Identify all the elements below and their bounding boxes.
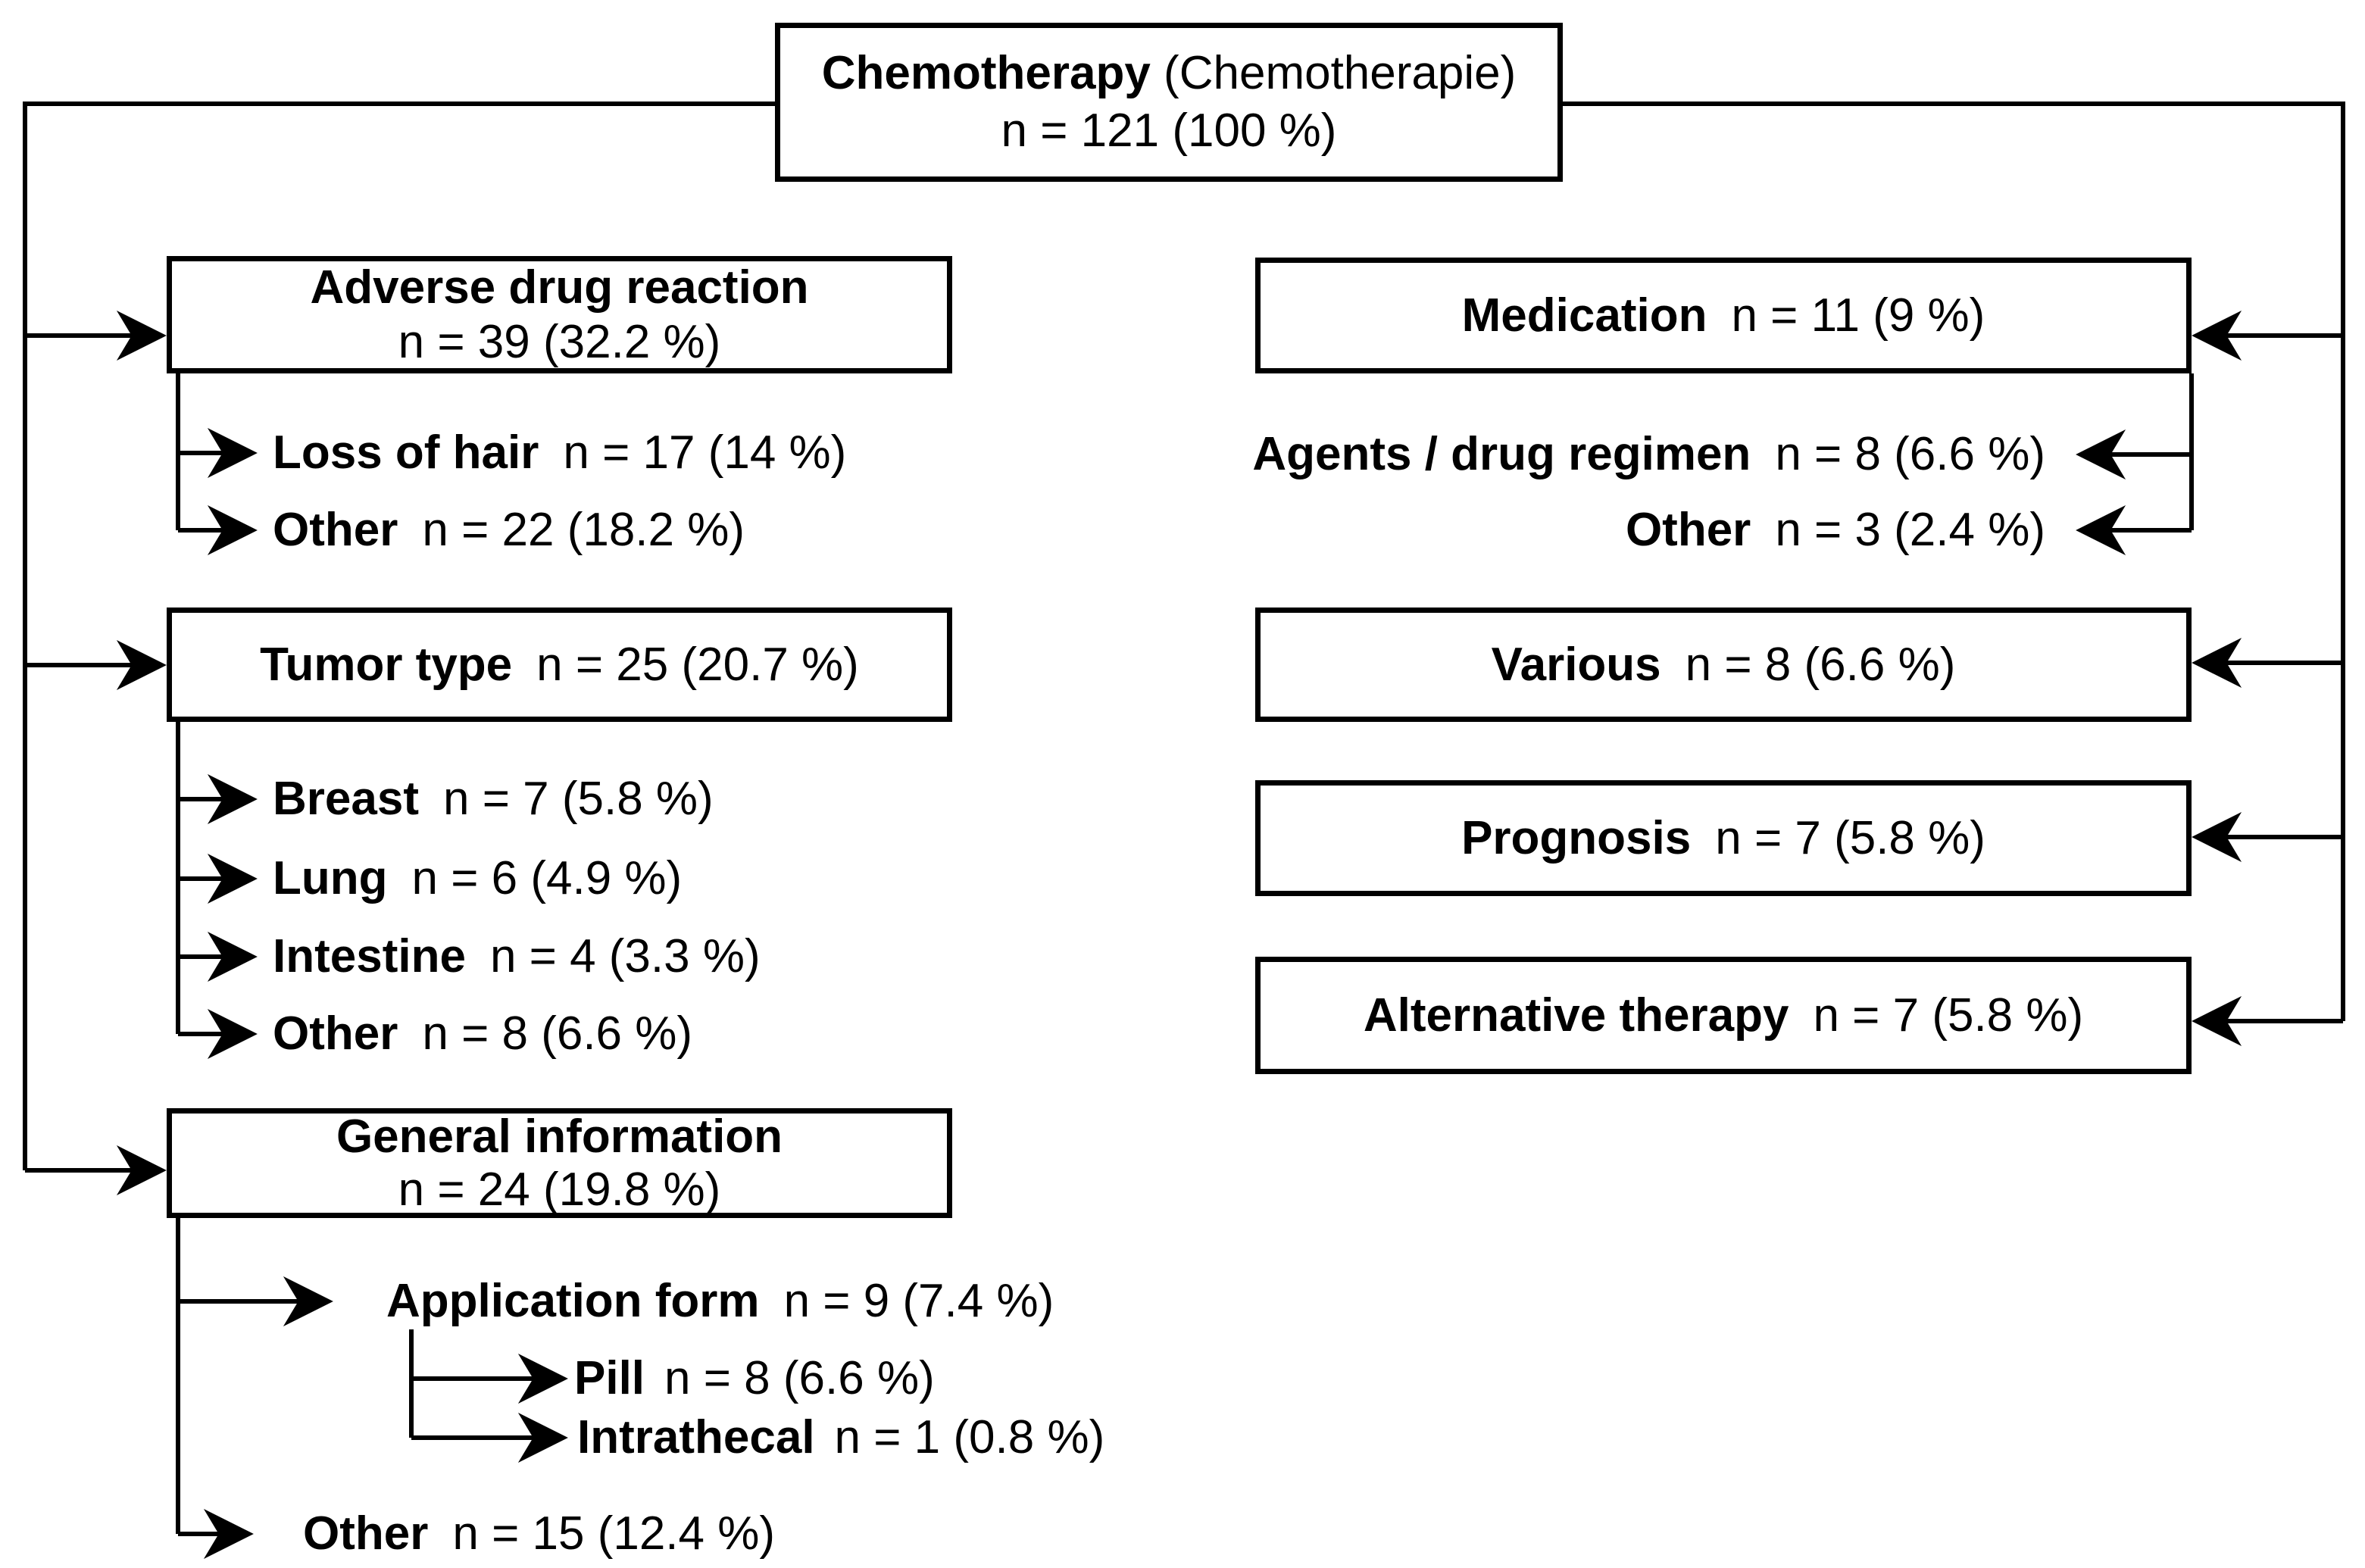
leaf-intrathecal: Intrathecal n = 1 (0.8 %) [577,1404,1104,1472]
leaf-geninfo-other-count: n = 15 (12.4 %) [452,1507,776,1560]
leaf-tumor-other-label: Other [273,1007,398,1060]
node-various: Various n = 8 (6.6 %) [1255,608,2192,722]
node-chemotherapy-label: Chemotherapy [821,47,1151,99]
node-prognosis-title: Prognosis [1461,811,1692,864]
node-medication: Medication n = 11 (9 %) [1255,258,2192,373]
leaf-application-form: Application form n = 9 (7.4 %) [386,1267,1054,1335]
node-chemotherapy-count: n = 121 (100 %) [1001,105,1337,157]
node-various-count: n = 8 (6.6 %) [1685,638,1956,691]
node-general-information: General information n = 24 (19.8 %) [167,1108,952,1218]
leaf-intestine-count: n = 4 (3.3 %) [489,930,761,982]
leaf-breast: Breast n = 7 (5.8 %) [273,765,714,833]
node-medication-count: n = 11 (9 %) [1731,289,1985,342]
leaf-intrathecal-label: Intrathecal [577,1411,815,1463]
leaf-breast-label: Breast [273,773,419,825]
leaf-pill-count: n = 8 (6.6 %) [664,1352,935,1404]
leaf-tumor-other-count: n = 8 (6.6 %) [422,1007,693,1060]
leaf-lung-count: n = 6 (4.9 %) [411,852,683,904]
node-alternative-therapy-count: n = 7 (5.8 %) [1813,989,2084,1042]
trunk-right [1562,102,2345,1021]
leaf-medication-other: Other n = 3 (2.4 %) [1626,496,2045,564]
node-tumor-count: n = 25 (20.7 %) [536,638,859,691]
leaf-loss-of-hair-label: Loss of hair [273,426,539,479]
node-adverse-count: n = 39 (32.2 %) [398,315,721,368]
leaf-intrathecal-count: n = 1 (0.8 %) [834,1411,1105,1463]
leaf-pill-label: Pill [574,1352,645,1404]
node-prognosis: Prognosis n = 7 (5.8 %) [1255,780,2192,896]
leaf-lung-label: Lung [273,852,388,904]
node-geninfo-title: General information [336,1110,783,1163]
node-chemotherapy-label-paren: (Chemotherapie) [1150,47,1517,99]
leaf-geninfo-other: Other n = 15 (12.4 %) [303,1500,775,1568]
leaf-agents-drug-regimen: Agents / drug regimen n = 8 (6.6 %) [1252,420,2045,489]
leaf-intestine: Intestine n = 4 (3.3 %) [273,923,761,991]
node-prognosis-count: n = 7 (5.8 %) [1715,811,1985,864]
leaf-adverse-other: Other n = 22 (18.2 %) [273,496,745,564]
leaf-adverse-other-count: n = 22 (18.2 %) [422,504,745,556]
node-medication-title: Medication [1461,289,1707,342]
node-adverse-drug-reaction: Adverse drug reaction n = 39 (32.2 %) [167,256,952,373]
node-geninfo-count: n = 24 (19.8 %) [398,1163,721,1216]
node-tumor-type: Tumor type n = 25 (20.7 %) [167,608,952,722]
leaf-agents-count: n = 8 (6.6 %) [1775,428,2045,480]
node-chemotherapy: Chemotherapy (Chemotherapie) n = 121 (10… [775,23,1563,182]
leaf-medication-other-count: n = 3 (2.4 %) [1775,504,2045,556]
node-various-title: Various [1491,638,1661,691]
leaf-intestine-label: Intestine [273,930,466,982]
leaf-loss-of-hair: Loss of hair n = 17 (14 %) [273,419,846,487]
node-alternative-therapy-title: Alternative therapy [1363,989,1789,1042]
leaf-breast-count: n = 7 (5.8 %) [443,773,714,825]
node-alternative-therapy: Alternative therapy n = 7 (5.8 %) [1255,957,2192,1074]
leaf-application-form-label: Application form [386,1275,760,1327]
leaf-adverse-other-label: Other [273,504,398,556]
node-adverse-title: Adverse drug reaction [310,261,809,314]
node-tumor-title: Tumor type [260,638,513,691]
leaf-pill: Pill n = 8 (6.6 %) [574,1345,935,1413]
leaf-medication-other-label: Other [1625,504,1751,556]
trunk-left [23,102,775,1170]
leaf-loss-of-hair-count: n = 17 (14 %) [563,426,847,479]
leaf-application-form-count: n = 9 (7.4 %) [783,1275,1054,1327]
leaf-tumor-other: Other n = 8 (6.6 %) [273,1000,692,1068]
leaf-lung: Lung n = 6 (4.9 %) [273,845,682,913]
node-chemotherapy-title: Chemotherapy (Chemotherapie) [822,45,1517,102]
leaf-geninfo-other-label: Other [303,1507,429,1560]
leaf-agents-label: Agents / drug regimen [1252,428,1751,480]
